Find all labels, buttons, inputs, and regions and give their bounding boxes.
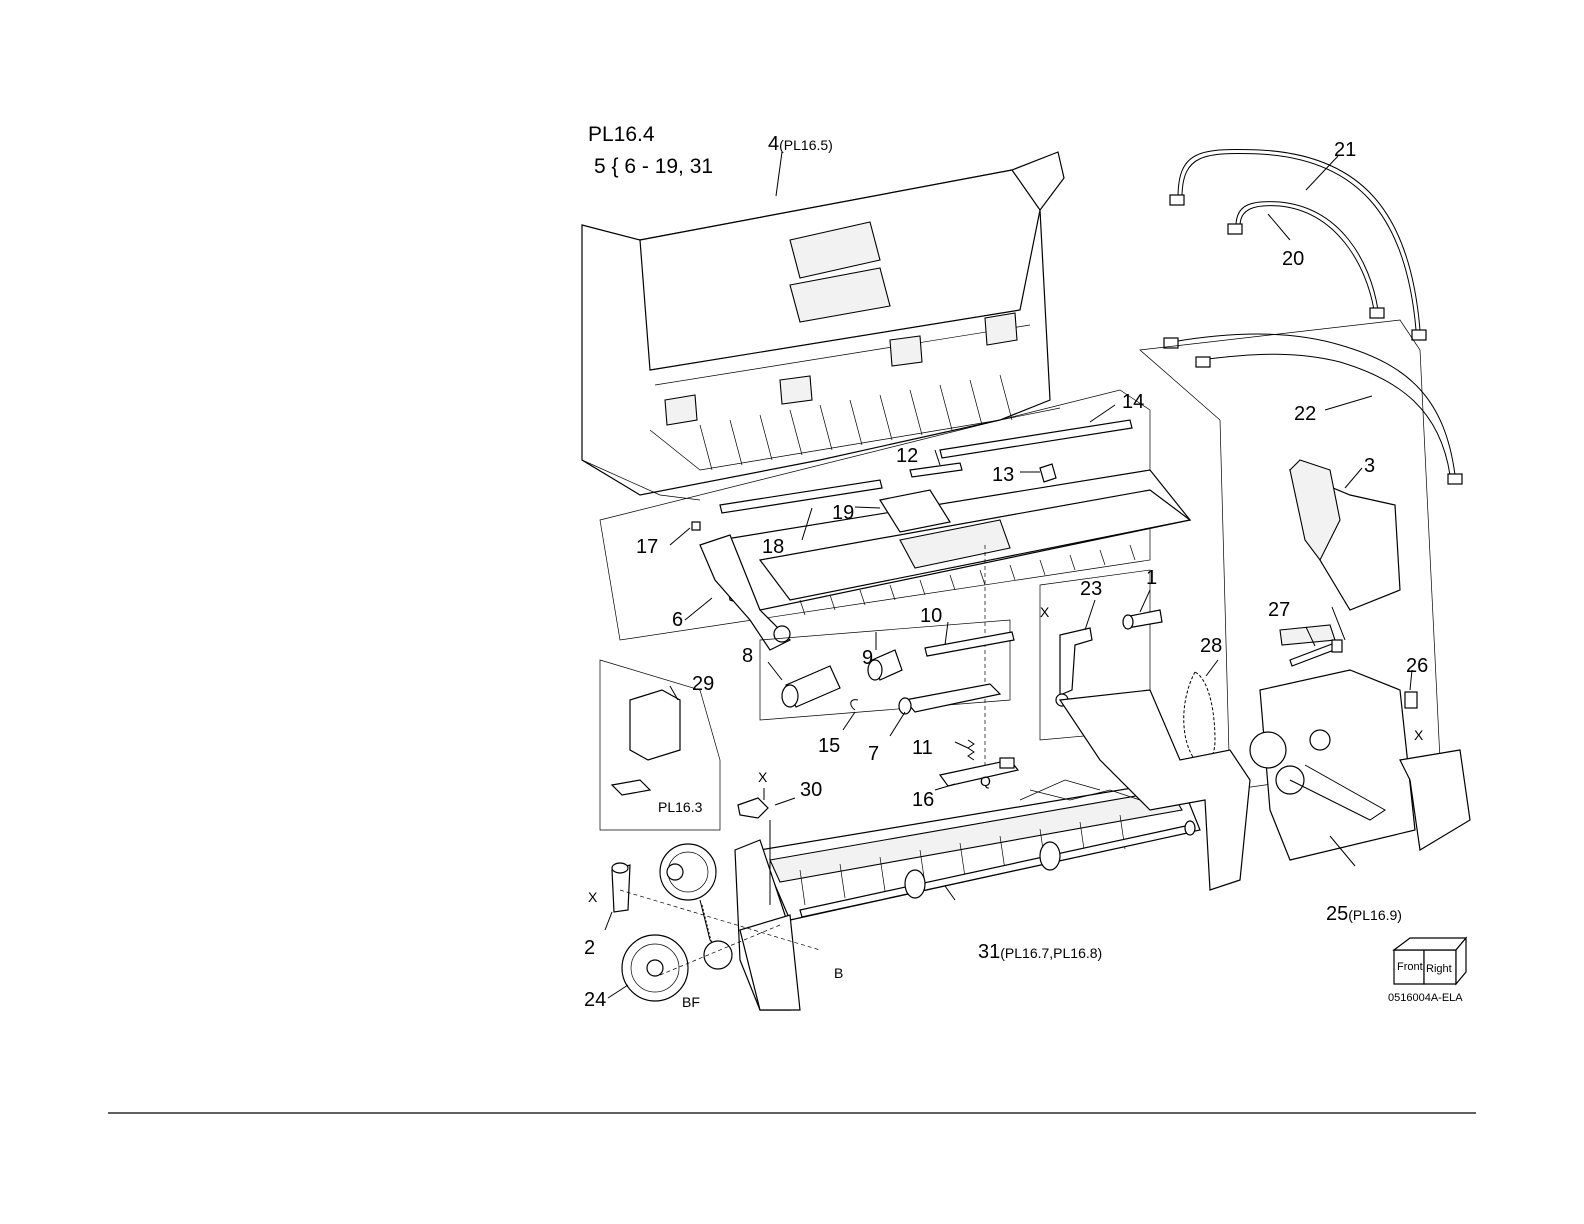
callout-22: 22	[1294, 403, 1316, 425]
callout-11: 11	[912, 737, 933, 759]
callout-4: 4(PL16.5)	[768, 133, 833, 155]
marker-pl16-3: PL16.3	[658, 799, 703, 815]
callout-26: 26	[1406, 655, 1428, 677]
callout-3: 3	[1364, 455, 1375, 477]
callout-9: 9	[862, 647, 873, 669]
callout-21: 21	[1334, 139, 1356, 161]
harness-21-20	[1170, 150, 1426, 340]
drawing-code: 0516004A-ELA	[1388, 992, 1463, 1004]
callout-18: 18	[762, 536, 784, 558]
callout-8: 8	[742, 645, 753, 667]
marker-b: B	[834, 965, 843, 981]
callout-29: 29	[692, 673, 714, 695]
callout-7: 7	[868, 743, 879, 765]
callout-10: 10	[920, 605, 942, 627]
callout-6: 6	[672, 609, 683, 631]
callout-19: 19	[832, 502, 854, 524]
marker-x-bottom: X	[758, 769, 768, 785]
callout-30: 30	[800, 779, 822, 801]
orientation-cube: Front Right	[1394, 938, 1466, 984]
belt-28	[1184, 660, 1218, 764]
marker-x-left: X	[588, 889, 598, 905]
callout-31: 31(PL16.7,PL16.8)	[978, 941, 1102, 963]
plate-number: PL16.4	[588, 123, 655, 146]
callout-2: 2	[584, 937, 595, 959]
callout-17: 17	[636, 536, 658, 558]
callout-16: 16	[912, 789, 934, 811]
marker-x-top: X	[1040, 604, 1050, 620]
marker-q: Q	[980, 773, 991, 789]
roller-shaft-group	[760, 620, 1018, 790]
marker-bf: BF	[682, 994, 700, 1010]
callout-14: 14	[1122, 391, 1144, 413]
marker-x-right: X	[1414, 727, 1424, 743]
callout-23: 23	[1080, 578, 1102, 600]
callout-12: 12	[896, 445, 918, 467]
callout-25: 25(PL16.9)	[1326, 903, 1402, 925]
callout-24: 24	[584, 989, 606, 1011]
cube-front-label: Front	[1397, 961, 1423, 973]
assembly-note: 5 { 6 - 19, 31	[594, 155, 713, 178]
callout-28: 28	[1200, 635, 1222, 657]
callout-15: 15	[818, 735, 840, 757]
callout-27: 27	[1268, 599, 1290, 621]
callout-13: 13	[992, 464, 1014, 486]
callout-1: 1	[1146, 567, 1157, 589]
callout-20: 20	[1282, 248, 1304, 270]
cube-right-label: Right	[1426, 963, 1452, 975]
